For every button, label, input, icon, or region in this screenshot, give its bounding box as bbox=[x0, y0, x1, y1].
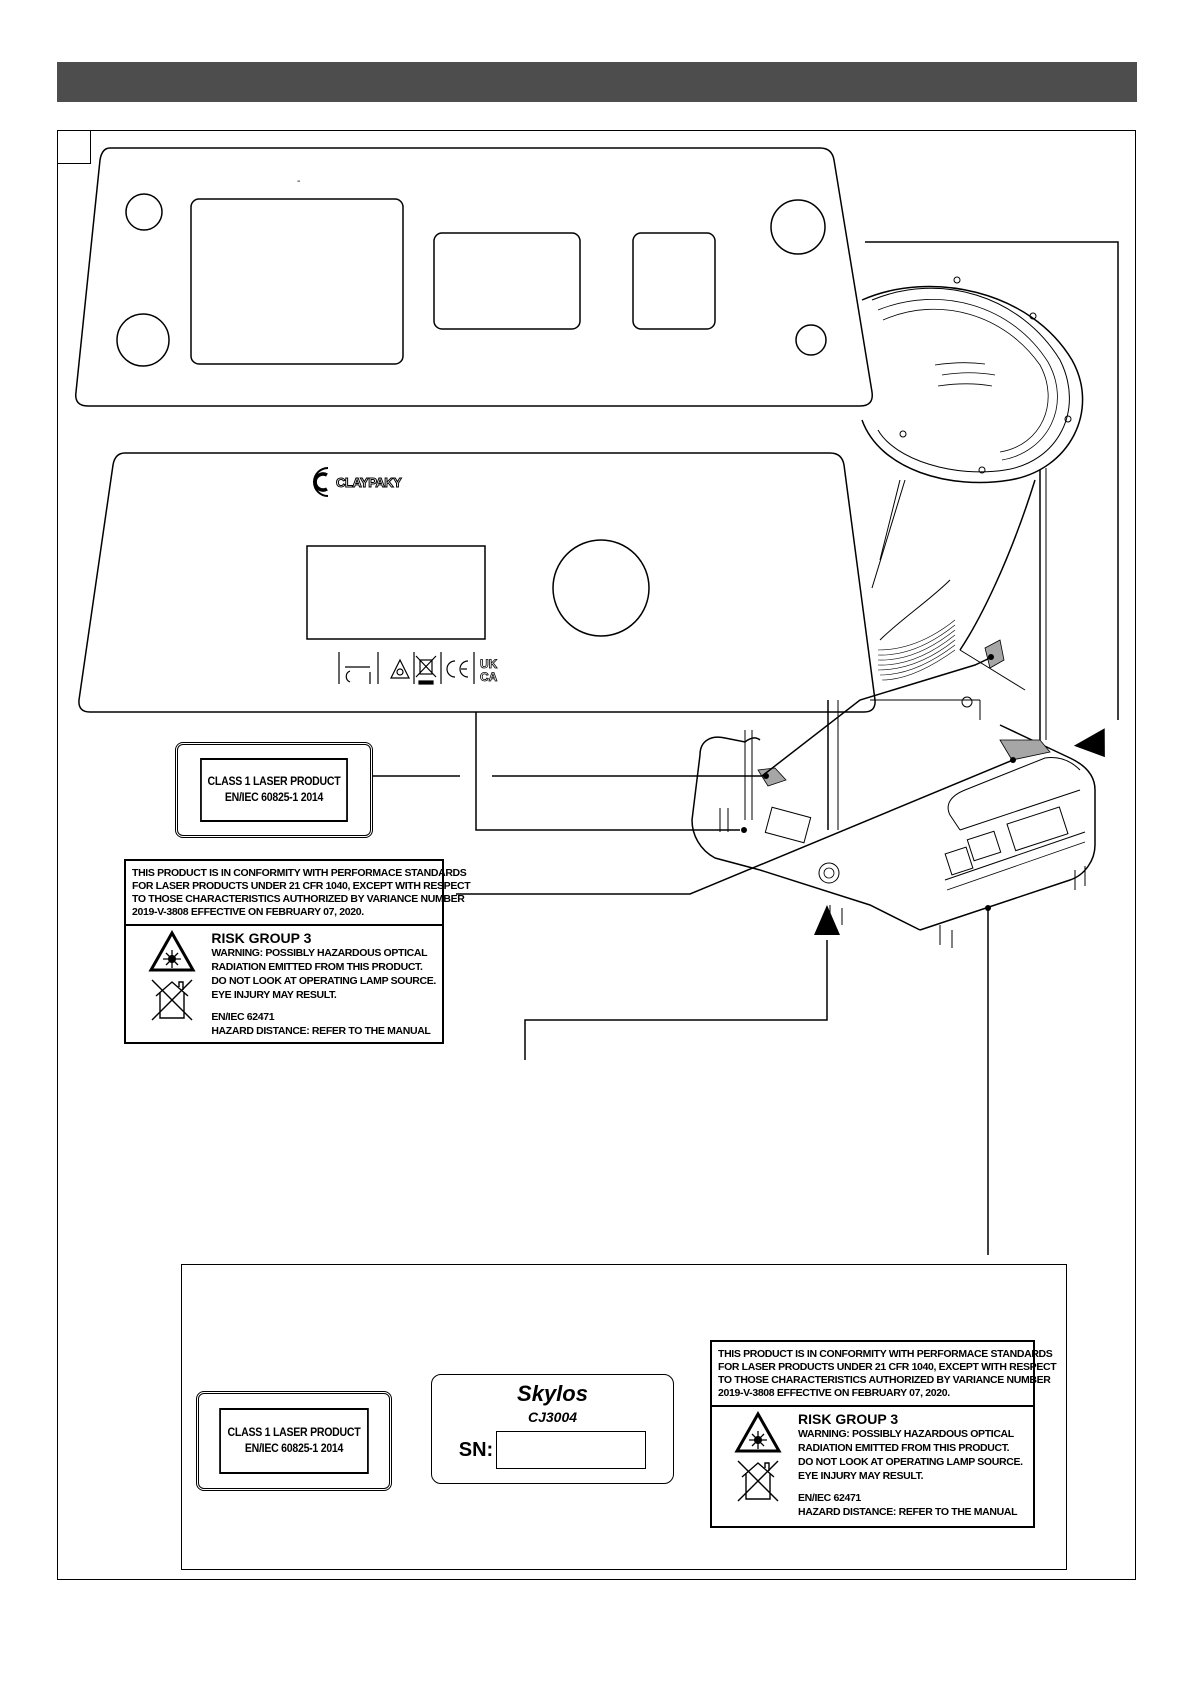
conformity-line-4: 2019-V-3808 EFFECTIVE ON FEBRUARY 07, 20… bbox=[132, 906, 364, 918]
ukca-mark-bottom: CA bbox=[480, 670, 498, 684]
laser-radiation-warning-icon bbox=[734, 1411, 782, 1453]
front-panel bbox=[78, 452, 876, 713]
leader-conformity-label bbox=[456, 759, 1014, 895]
risk-group-title-detail: RISK GROUP 3 bbox=[798, 1411, 899, 1427]
warning-line-2: RADIATION EMITTED FROM THIS PRODUCT. bbox=[211, 961, 423, 973]
patch-laser-label bbox=[757, 767, 787, 787]
rear-panel-connector-3 bbox=[770, 199, 826, 255]
arrow-bottom-view-icon bbox=[814, 905, 840, 935]
claypaky-logo: CLAYPAKY bbox=[308, 465, 402, 499]
conformity-line-2: FOR LASER PRODUCTS UNDER 21 CFR 1040, EX… bbox=[132, 880, 471, 892]
product-name: Skylos bbox=[517, 1381, 588, 1406]
rear-panel-block-1 bbox=[433, 232, 581, 330]
leader-laser-label-b bbox=[492, 656, 993, 777]
labels-detail-panel bbox=[181, 1264, 1067, 1570]
serial-number-field bbox=[496, 1431, 647, 1469]
figure-corner-tab bbox=[57, 130, 91, 164]
laser-class-line1: CLASS 1 LASER PRODUCT bbox=[207, 774, 341, 789]
claypaky-logo-icon bbox=[313, 467, 329, 497]
laser-warning-symbol bbox=[390, 652, 415, 684]
rear-panel-connector-4 bbox=[795, 324, 827, 356]
rear-panel bbox=[75, 147, 873, 407]
laser-class-label-inner: CLASS 1 LASER PRODUCT EN/IEC 60825-1 201… bbox=[200, 758, 348, 822]
patch-conformity-label bbox=[999, 739, 1051, 761]
hazard-distance-text: HAZARD DISTANCE: REFER TO THE MANUAL bbox=[211, 1025, 431, 1037]
conformity-statement: THIS PRODUCT IS IN CONFORMITY WITH PERFO… bbox=[126, 861, 471, 926]
label-location-patches bbox=[757, 639, 1051, 787]
conformity-detail-line-3: TO THOSE CHARACTERISTICS AUTHORIZED BY V… bbox=[718, 1374, 1051, 1386]
hazard-distance-text-detail: HAZARD DISTANCE: REFER TO THE MANUAL bbox=[798, 1506, 1018, 1518]
weee-bin-symbol bbox=[415, 652, 442, 685]
conformity-detail-line-2: FOR LASER PRODUCTS UNDER 21 CFR 1040, EX… bbox=[718, 1361, 1057, 1373]
rear-panel-connector-1 bbox=[125, 193, 163, 231]
conformity-label: THIS PRODUCT IS IN CONFORMITY WITH PERFO… bbox=[124, 859, 471, 1044]
conformity-detail-line-4: 2019-V-3808 EFFECTIVE ON FEBRUARY 07, 20… bbox=[718, 1387, 950, 1399]
conformity-line-1: THIS PRODUCT IS IN CONFORMITY WITH PERFO… bbox=[132, 867, 467, 879]
class1-laser-symbol bbox=[338, 652, 379, 684]
serial-number-key: SN: bbox=[458, 1438, 494, 1461]
ukca-mark-top: UK bbox=[480, 657, 498, 671]
no-domestic-use-icon bbox=[151, 979, 193, 1021]
risk-group-section: RISK GROUP 3 WARNING: POSSIBLY HAZARDOUS… bbox=[126, 926, 442, 1042]
standard-text-detail: EN/IEC 62471 bbox=[798, 1492, 861, 1504]
laser-class-line2: EN/IEC 60825-1 2014 bbox=[224, 790, 324, 804]
risk-group-title: RISK GROUP 3 bbox=[211, 930, 312, 946]
fixture-cable-bundle bbox=[877, 619, 956, 681]
rear-panel-mark: - bbox=[297, 176, 300, 187]
fixture-yoke bbox=[744, 468, 1047, 830]
conformity-detail-line-1: THIS PRODUCT IS IN CONFORMITY WITH PERFO… bbox=[718, 1348, 1053, 1360]
no-domestic-use-icon bbox=[737, 1460, 779, 1502]
laser-class-label: CLASS 1 LASER PRODUCT EN/IEC 60825-1 201… bbox=[175, 742, 373, 838]
warning-line-1: WARNING: POSSIBLY HAZARDOUS OPTICAL bbox=[211, 947, 428, 959]
front-panel-display bbox=[306, 545, 486, 640]
model-code: CJ3004 bbox=[527, 1409, 578, 1425]
figure-frame bbox=[57, 130, 1136, 1580]
front-panel-encoder bbox=[552, 539, 650, 637]
warning-line-3: DO NOT LOOK AT OPERATING LAMP SOURCE. bbox=[211, 975, 436, 987]
warning-detail-line-3: DO NOT LOOK AT OPERATING LAMP SOURCE. bbox=[798, 1456, 1023, 1468]
conformity-line-3: TO THOSE CHARACTERISTICS AUTHORIZED BY V… bbox=[132, 893, 465, 905]
leader-serial-label bbox=[524, 940, 828, 1060]
claypaky-logo-text: CLAYPAKY bbox=[335, 474, 402, 490]
fixture-head-lens bbox=[861, 276, 1084, 484]
laser-radiation-warning-icon bbox=[148, 930, 196, 972]
warning-detail-line-4: EYE INJURY MAY RESULT. bbox=[798, 1470, 924, 1482]
leader-rear-panel bbox=[865, 241, 1119, 720]
ce-mark bbox=[446, 652, 475, 684]
patch-head-label bbox=[984, 639, 1005, 669]
warning-detail-line-1: WARNING: POSSIBLY HAZARDOUS OPTICAL bbox=[798, 1428, 1014, 1440]
standard-text: EN/IEC 62471 bbox=[211, 1011, 275, 1023]
rear-panel-display bbox=[190, 198, 404, 365]
rear-panel-connector-2 bbox=[116, 313, 170, 367]
fixture-base bbox=[691, 724, 1096, 948]
arrow-rear-view-icon bbox=[1073, 728, 1105, 758]
rear-panel-block-2 bbox=[632, 232, 716, 330]
serial-number-label: Skylos CJ3004 SN: bbox=[431, 1374, 674, 1484]
warning-line-4: EYE INJURY MAY RESULT. bbox=[211, 989, 337, 1001]
laser-class-detail-line2: EN/IEC 60825-1 2014 bbox=[244, 1441, 344, 1455]
conformity-label-detail: THIS PRODUCT IS IN CONFORMITY WITH PERFO… bbox=[710, 1340, 1057, 1528]
leader-lines bbox=[372, 241, 1119, 1255]
arrows bbox=[814, 728, 1105, 935]
section-header-bar bbox=[57, 62, 1137, 102]
leader-front-panel bbox=[475, 712, 740, 831]
warning-detail-line-2: RADIATION EMITTED FROM THIS PRODUCT. bbox=[798, 1442, 1010, 1454]
laser-class-label-detail: CLASS 1 LASER PRODUCT EN/IEC 60825-1 201… bbox=[196, 1391, 392, 1491]
front-panel-symbols bbox=[338, 652, 475, 685]
laser-class-detail-line1: CLASS 1 LASER PRODUCT bbox=[227, 1425, 361, 1440]
